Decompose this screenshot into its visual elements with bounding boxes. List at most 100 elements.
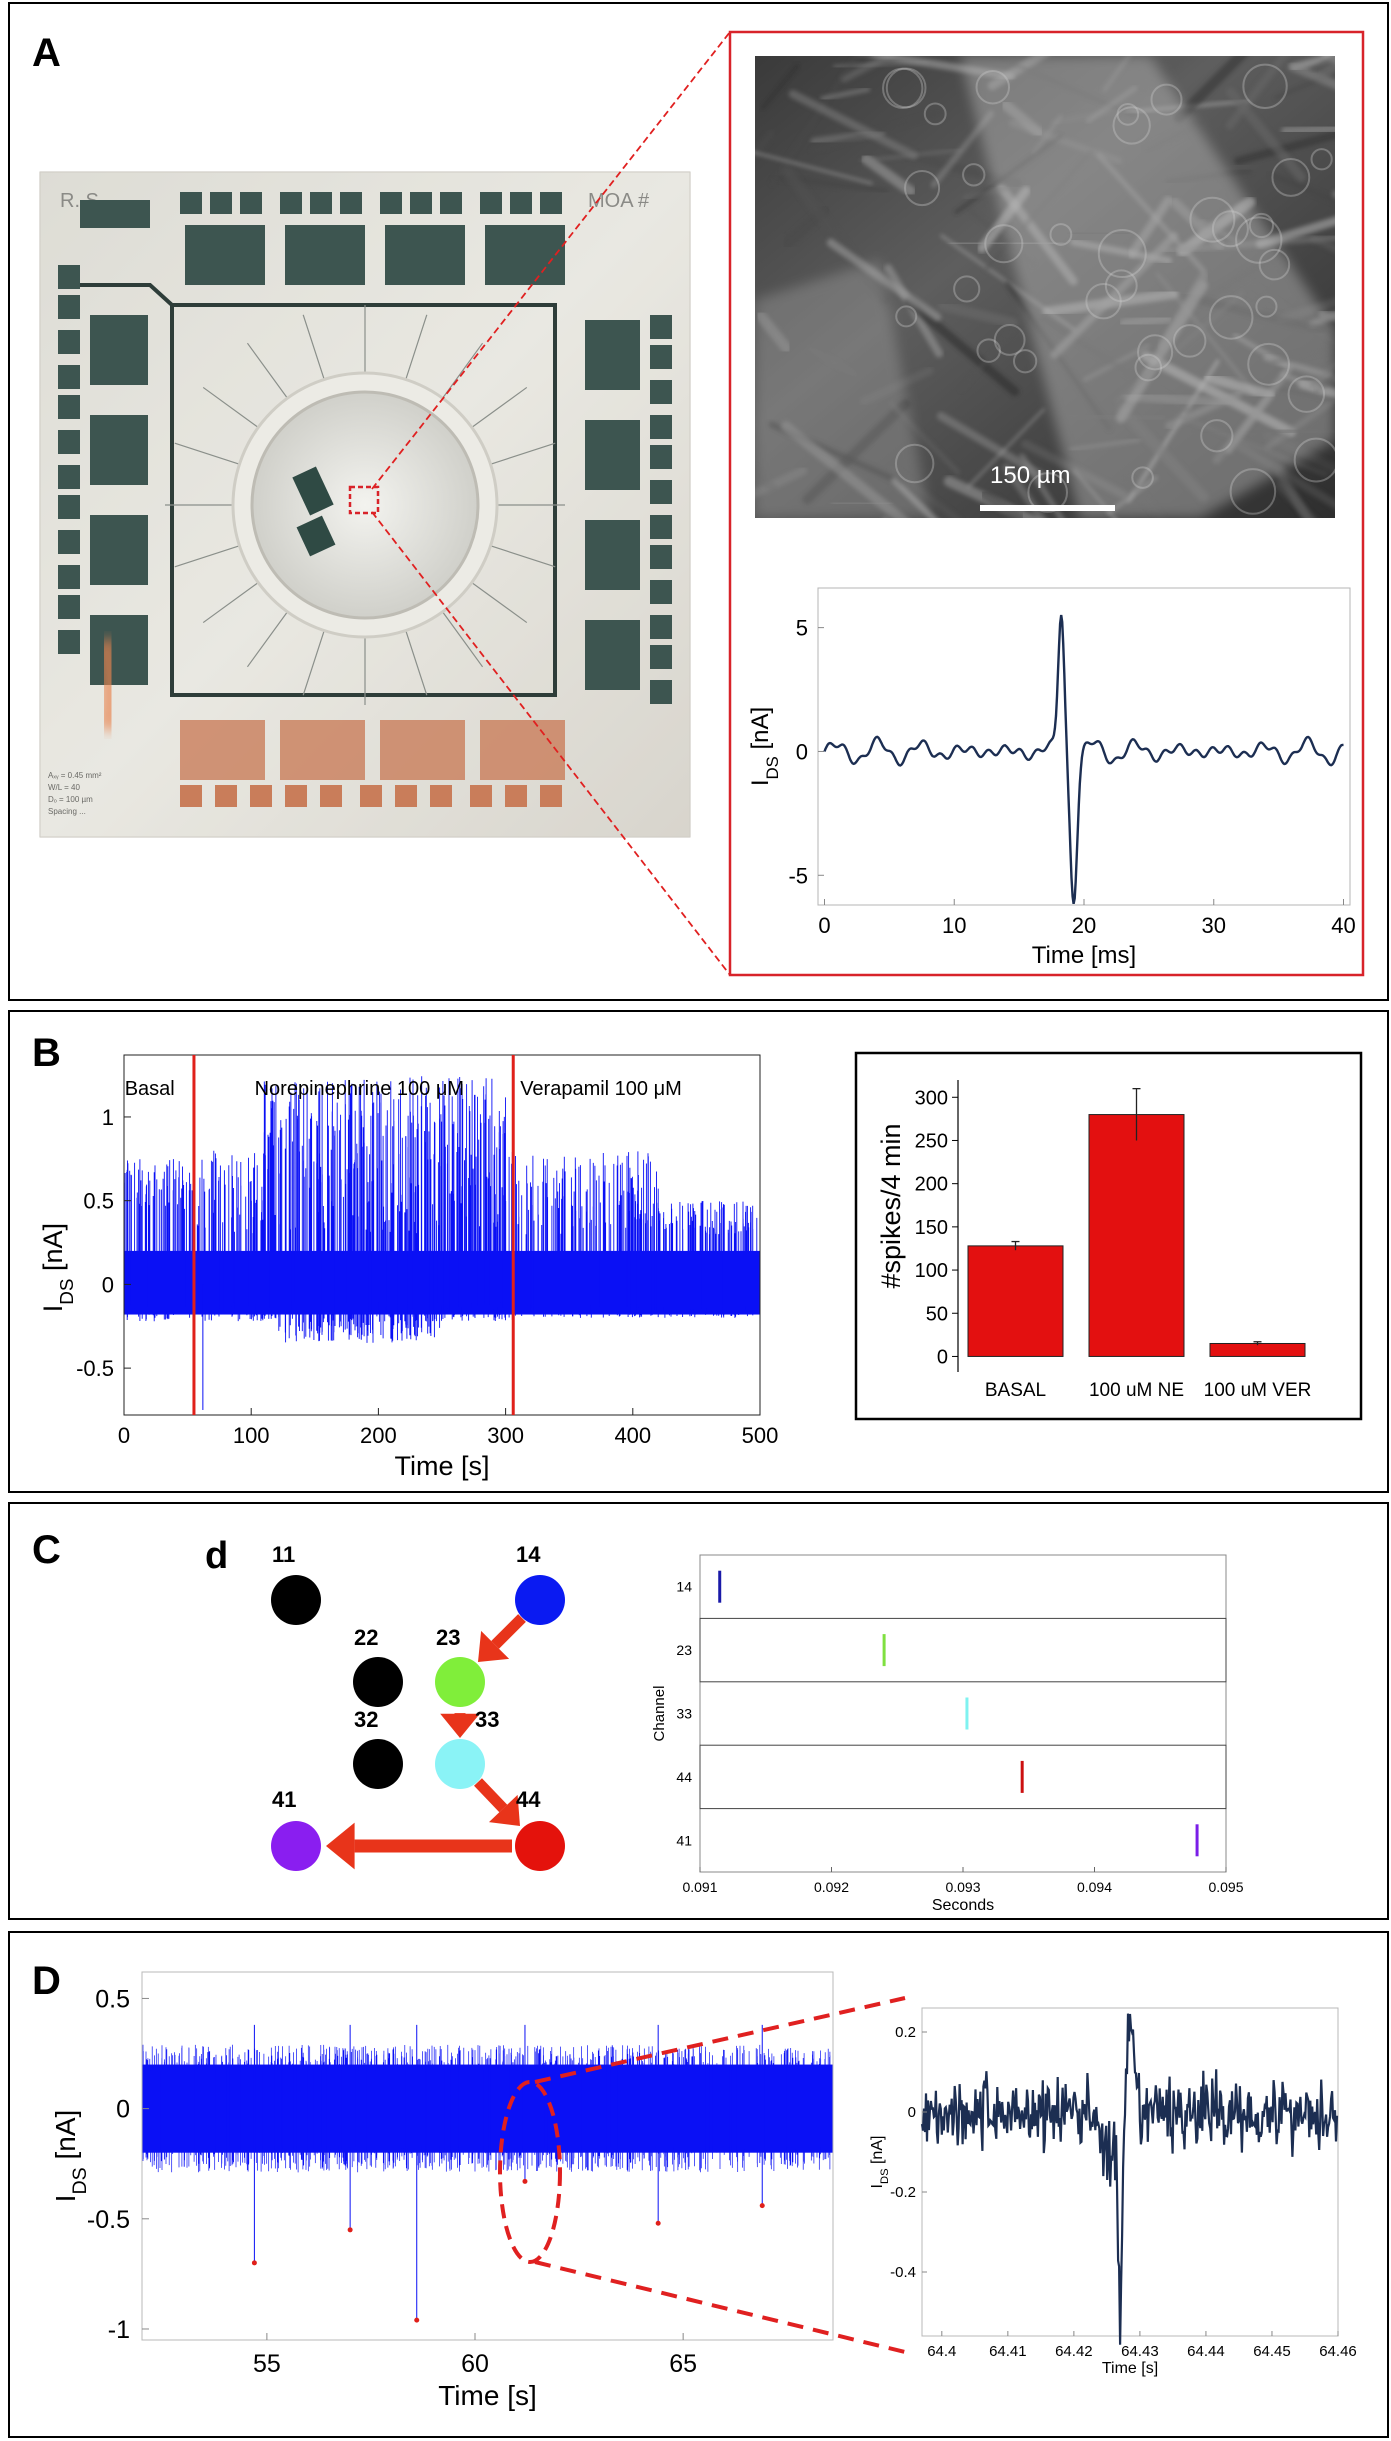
plot-frame: [921, 2007, 1339, 2337]
fiber-texture: [859, 56, 870, 57]
channel-label: 23: [676, 1642, 692, 1658]
fiber-texture: [1002, 463, 1047, 518]
scalebar-label: 150 µm: [990, 462, 1071, 489]
row-separator: [699, 1617, 1227, 1683]
y-axis-label: IDS [nA]: [50, 2110, 91, 2203]
cell-outline: [894, 443, 935, 484]
cell-outline: [1134, 353, 1163, 382]
y-tick-label: 0.5: [83, 1189, 114, 1214]
region-label: Norepinephrine 100 μM: [255, 1078, 464, 1100]
y-tick-label: 1: [102, 1105, 114, 1130]
category-label: BASAL: [985, 1380, 1046, 1401]
photo-label-right: MOA #: [588, 190, 650, 212]
cell-outline: [1012, 349, 1038, 374]
region-label: Verapamil 100 μM: [520, 1078, 682, 1100]
y-tick-label: 0: [908, 2104, 916, 2121]
node-23: [435, 1657, 485, 1707]
d-connector-top: [534, 1996, 906, 2084]
zoom-ellipse: [498, 2080, 562, 2264]
fiber-texture: [861, 153, 916, 197]
y-tick-label: 50: [926, 1303, 948, 1325]
x-tick-label: 40: [1331, 913, 1355, 938]
node-label-32: 32: [354, 1707, 378, 1732]
plot-frame: [123, 1054, 761, 1416]
cell-outline: [1150, 83, 1183, 116]
y-tick-label: 150: [915, 1217, 948, 1239]
cell-outline: [1172, 324, 1207, 358]
y-tick-label: -5: [788, 863, 808, 888]
node-41: [271, 1821, 321, 1871]
photo-corner-notes: Aₓᵧ = 0.45 mm² W/L = 40 Dₒ = 100 µm Spac…: [48, 771, 102, 816]
fiber-texture: [1114, 523, 1261, 617]
x-tick-label: 64.41: [989, 2343, 1027, 2360]
x-tick-label: 0.092: [814, 1879, 849, 1895]
node-label-23: 23: [436, 1625, 460, 1650]
y-tick-label: -1: [108, 2316, 130, 2344]
bright-region: [755, 260, 930, 518]
x-axis-label: Time [s]: [394, 1451, 489, 1481]
scalebar: [980, 505, 1115, 511]
x-tick-label: 64.44: [1187, 2343, 1225, 2360]
photo-note-2: W/L = 40: [48, 783, 80, 792]
x-tick-label: 300: [487, 1423, 524, 1448]
cell-outline: [1247, 342, 1291, 386]
spike-marker: [414, 2317, 420, 2323]
y-tick-label: 0.2: [895, 2024, 916, 2041]
photo-note-1: Aₓᵧ = 0.45 mm²: [48, 771, 102, 780]
spike-marker: [759, 2203, 765, 2209]
noise-lines: [142, 2044, 834, 2173]
fiber-texture: [1281, 124, 1335, 136]
x-tick-label: 60: [461, 2350, 489, 2378]
cell-outline: [1097, 229, 1147, 279]
y-tick-label: 0: [937, 1346, 948, 1368]
fiber-texture: [1308, 311, 1335, 328]
cell-outline: [1208, 295, 1254, 340]
cell-outline: [953, 275, 981, 303]
x-tick-label: 55: [253, 2350, 281, 2378]
y-tick-label: -0.4: [890, 2264, 916, 2281]
zoom-connector-top: [371, 31, 731, 490]
edge-arrow: [474, 1778, 508, 1813]
cell-outline: [1049, 223, 1073, 246]
x-tick-label: 0.093: [945, 1879, 980, 1895]
cell-outline: [923, 102, 947, 126]
fiber-texture: [960, 314, 1027, 391]
zoom-connector-bottom: [371, 511, 731, 976]
x-tick-label: 100: [233, 1423, 270, 1448]
y-tick-label: -0.5: [87, 2206, 130, 2234]
y-tick-label: 250: [915, 1130, 948, 1152]
edge-arrowhead: [326, 1822, 355, 1870]
x-axis-label: Time [s]: [1102, 2360, 1158, 2377]
x-tick-label: 0: [818, 913, 830, 938]
fiber-texture: [853, 524, 935, 609]
x-tick-label: 10: [942, 913, 966, 938]
x-axis-label: Time [ms]: [1032, 942, 1136, 969]
node-14: [515, 1575, 565, 1625]
fiber-texture: [1234, 130, 1335, 166]
x-axis-label: Time [s]: [438, 2380, 537, 2411]
node-11: [271, 1575, 321, 1625]
x-tick-label: 65: [669, 2350, 697, 2378]
cell-outline: [1293, 437, 1335, 483]
cell-outline: [984, 224, 1024, 264]
node-32: [353, 1739, 403, 1789]
channel-label: 41: [676, 1832, 692, 1848]
x-tick-label: 64.46: [1319, 2343, 1357, 2360]
cell-outline: [976, 338, 1001, 363]
fiber-texture: [820, 87, 871, 101]
node-label-22: 22: [354, 1625, 378, 1650]
photo-note-3: Dₒ = 100 µm: [48, 795, 93, 804]
y-tick-label: 0: [796, 739, 808, 764]
y-tick-label: -0.5: [76, 1356, 114, 1381]
plot-frame: [699, 1554, 1227, 1873]
x-tick-label: 0: [118, 1423, 130, 1448]
panel-a-frame: [8, 2, 1389, 1001]
panel-d-frame: [8, 1931, 1389, 2438]
panel-b-letter: B: [32, 1031, 61, 1075]
y-axis-label: #spikes/4 min: [876, 1123, 906, 1288]
node-label-44: 44: [516, 1787, 541, 1812]
x-tick-label: 64.45: [1253, 2343, 1291, 2360]
cell-outline: [1131, 466, 1154, 489]
